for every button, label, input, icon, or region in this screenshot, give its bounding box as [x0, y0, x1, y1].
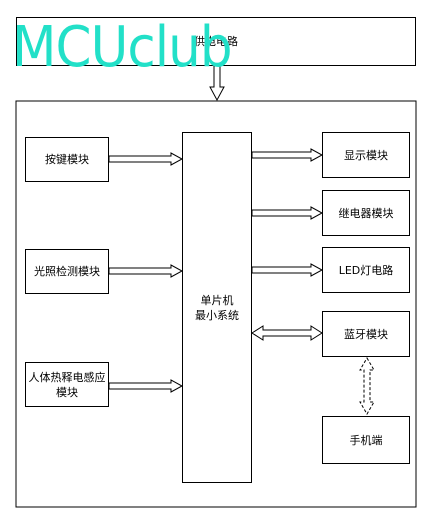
mcu-label: 单片机 最小系统: [195, 293, 239, 322]
mcuclub-watermark: MCUclub: [12, 15, 233, 80]
power-supply-block: 供电电路: [16, 17, 416, 66]
key-module-block: 按键模块: [25, 137, 109, 182]
arrow-light-to-mcu: [108, 264, 184, 278]
led-circuit-block: LED灯电路: [322, 247, 410, 293]
light-detect-module-block: 光照检测模块: [25, 249, 109, 294]
pir-module-block: 人体热释电感应 模块: [25, 362, 109, 407]
power-supply-label: 供电电路: [194, 35, 238, 48]
arrow-mcu-to-display: [251, 148, 324, 162]
phone-label: 手机端: [349, 433, 383, 447]
relay-module-label: 继电器模块: [338, 206, 394, 220]
pir-module-label: 人体热释电感应 模块: [28, 370, 106, 399]
arrow-mcu-to-relay: [251, 206, 324, 220]
arrow-pir-to-mcu: [108, 379, 184, 393]
bluetooth-module-block: 蓝牙模块: [322, 311, 410, 357]
mcu-minimum-system-block: 单片机 最小系统: [182, 132, 252, 483]
key-module-label: 按键模块: [45, 153, 89, 166]
display-module-label: 显示模块: [344, 148, 388, 162]
arrow-mcu-to-led: [251, 263, 324, 277]
arrow-bluetooth-phone-wireless: [359, 357, 375, 415]
light-detect-module-label: 光照检测模块: [34, 265, 100, 278]
phone-block: 手机端: [322, 416, 410, 464]
display-module-block: 显示模块: [322, 132, 410, 178]
system-frame: [15, 100, 417, 508]
led-circuit-label: LED灯电路: [338, 263, 394, 277]
arrow-mcu-bluetooth-bidirectional: [251, 325, 323, 341]
power-arrow: [209, 65, 225, 102]
bluetooth-module-label: 蓝牙模块: [344, 327, 388, 341]
arrow-key-to-mcu: [108, 152, 184, 166]
relay-module-block: 继电器模块: [322, 190, 410, 236]
